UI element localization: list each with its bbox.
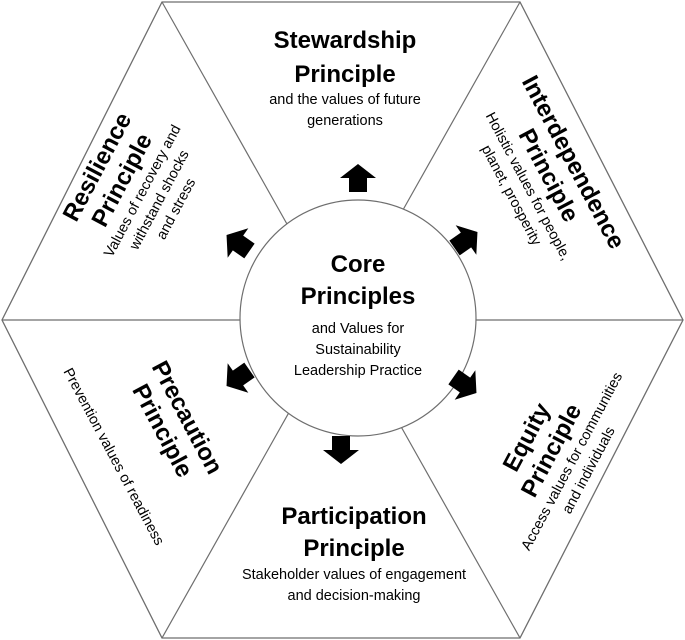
stewardship-subtitle-line-2: generations bbox=[307, 113, 383, 129]
stewardship-section: Stewardship Principle and the values of … bbox=[269, 27, 421, 129]
stewardship-subtitle-line-1: and the values of future bbox=[269, 92, 421, 108]
core-subtitle-line-3: Leadership Practice bbox=[294, 363, 422, 379]
core-label: Core Principles and Values for Sustainab… bbox=[294, 251, 422, 379]
participation-subtitle-line-1: Stakeholder values of engagement bbox=[242, 567, 466, 583]
core-circle bbox=[239, 199, 477, 437]
arrow-icon-participation bbox=[323, 436, 359, 464]
core-title-line-2: Principles bbox=[301, 283, 416, 310]
core-subtitle-line-1: and Values for bbox=[312, 321, 405, 337]
arrow-icon-stewardship bbox=[340, 164, 376, 192]
arrow-icon-resilience bbox=[226, 228, 255, 259]
participation-section: Participation Principle Stakeholder valu… bbox=[242, 503, 466, 604]
stewardship-title-line-2: Principle bbox=[294, 61, 395, 88]
stewardship-title-line-1: Stewardship bbox=[274, 27, 417, 54]
participation-title-line-1: Participation bbox=[281, 503, 426, 530]
core-subtitle-line-2: Sustainability bbox=[315, 342, 401, 358]
arrow-icon-equity bbox=[448, 369, 477, 400]
participation-title-line-2: Principle bbox=[303, 535, 404, 562]
core-title-line-1: Core bbox=[331, 251, 386, 278]
arrow-icon-precaution bbox=[226, 362, 255, 393]
arrow-icon-interdependence bbox=[449, 225, 478, 256]
participation-subtitle-line-2: and decision-making bbox=[288, 588, 421, 604]
